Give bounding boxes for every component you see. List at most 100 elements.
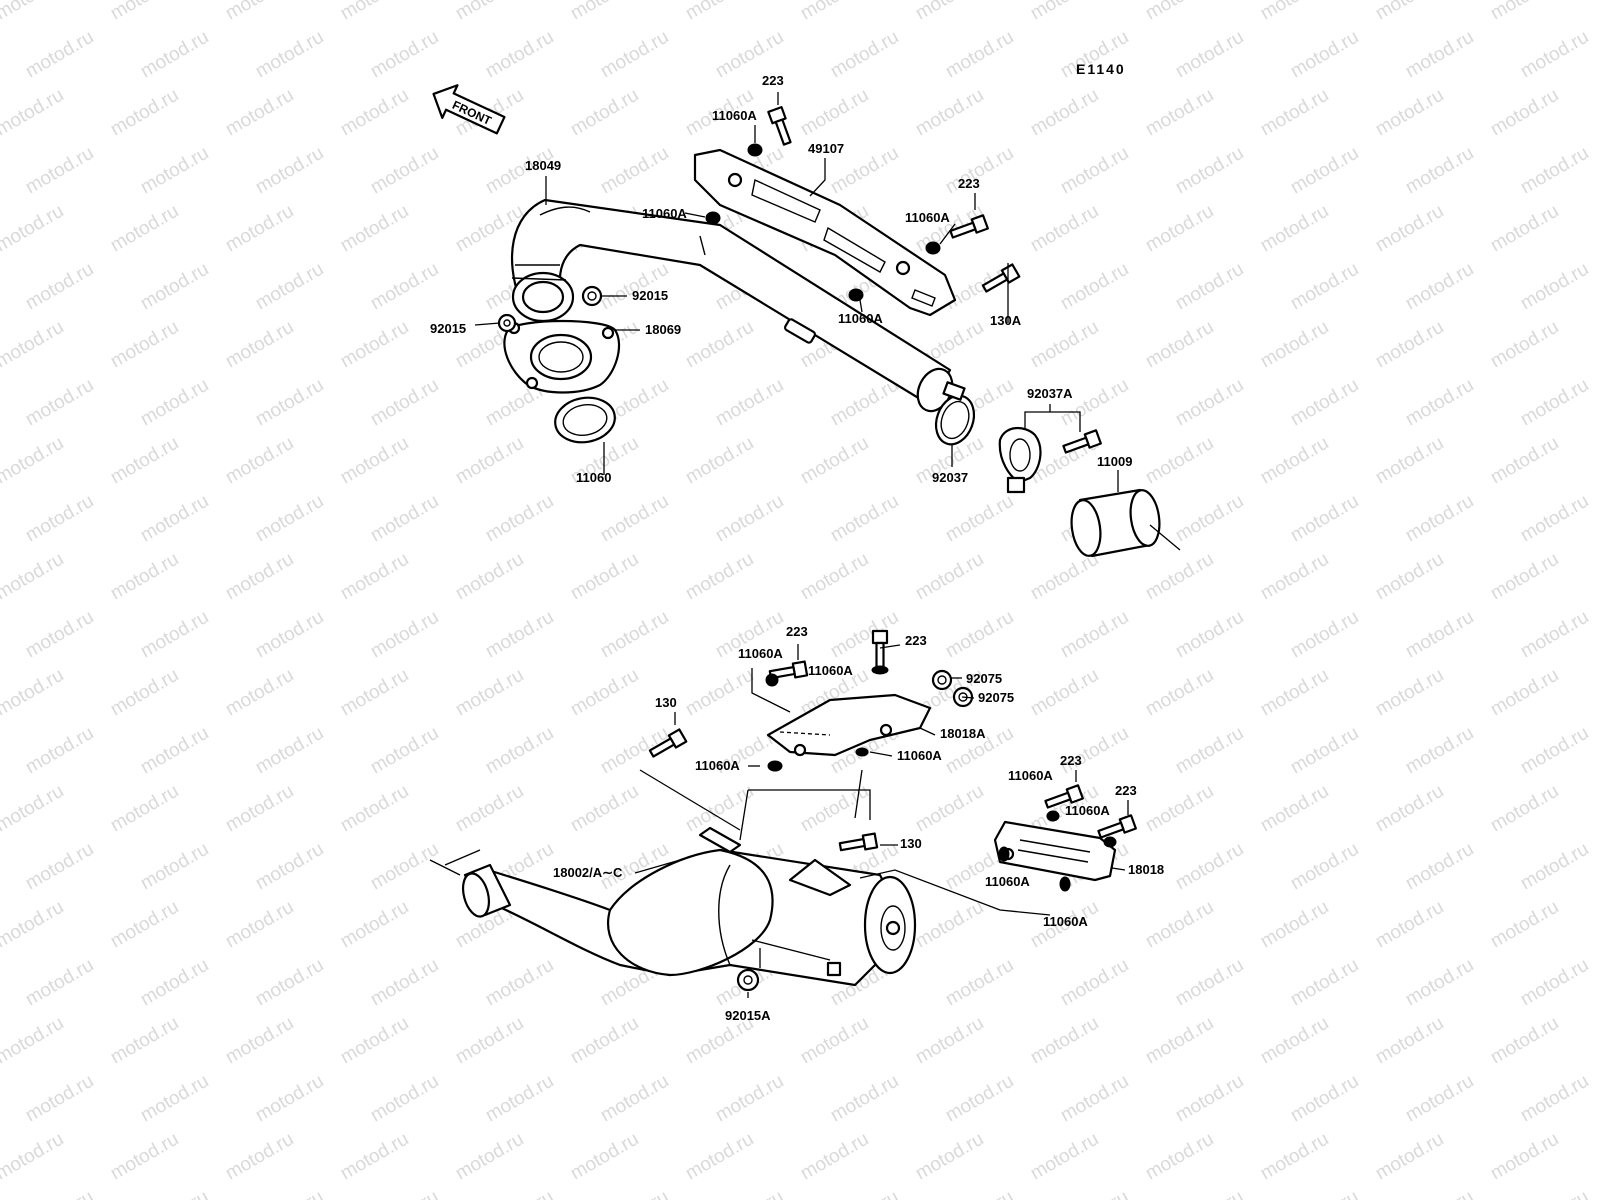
bolt-130-icon — [648, 728, 688, 758]
part-label: 223 — [905, 633, 927, 648]
watermark-text: motod.ru — [252, 491, 327, 547]
watermark-text: motod.ru — [1517, 1187, 1592, 1200]
watermark-text: motod.ru — [1402, 839, 1477, 895]
watermark-text: motod.ru — [22, 491, 97, 547]
watermark-text: motod.ru — [222, 1129, 297, 1185]
watermark-text: motod.ru — [1487, 433, 1562, 489]
watermark-text: motod.ru — [1372, 1013, 1447, 1069]
damper-11060a-icon — [705, 211, 721, 225]
watermark-text: motod.ru — [137, 723, 212, 779]
bolt-223-icon — [767, 106, 792, 146]
damper-11060a-icon — [1059, 876, 1071, 892]
watermark-text: motod.ru — [1172, 607, 1247, 663]
watermark-text: motod.ru — [482, 27, 557, 83]
watermark-text: motod.ru — [107, 0, 182, 24]
watermark-text: motod.ru — [682, 1129, 757, 1185]
watermark-text: motod.ru — [107, 1013, 182, 1069]
watermark-text: motod.ru — [1057, 955, 1132, 1011]
part-label: 130 — [655, 695, 677, 710]
watermark-text: motod.ru — [452, 781, 527, 837]
part-labels: 223 11060A 49107 18049 11060A 223 11060A… — [430, 73, 1164, 1023]
watermark-text: motod.ru — [222, 665, 297, 721]
watermark-text: motod.ru — [1402, 375, 1477, 431]
watermark-text: motod.ru — [797, 85, 872, 141]
part-label: 11060A — [738, 646, 783, 661]
watermark-text: motod.ru — [597, 259, 672, 315]
watermark-text: motod.ru — [337, 781, 412, 837]
watermark-text: motod.ru — [1372, 85, 1447, 141]
part-label: 18002/A∼C — [553, 865, 623, 880]
watermark-text: motod.ru — [1172, 955, 1247, 1011]
watermark-text: motod.ru — [1372, 549, 1447, 605]
watermark-text: motod.ru — [1057, 1071, 1132, 1127]
watermark-text: motod.ru — [1402, 27, 1477, 83]
watermark-text: motod.ru — [797, 781, 872, 837]
part-label: 11060A — [838, 311, 883, 326]
watermark-text: motod.ru — [1287, 375, 1362, 431]
watermark-text: motod.ru — [0, 1129, 67, 1185]
watermark-text: motod.ru — [337, 0, 412, 24]
bolt-223-icon — [949, 214, 989, 239]
part-label: 11060A — [897, 748, 942, 763]
gasket-ring — [1070, 488, 1161, 558]
watermark-text: motod.ru — [22, 839, 97, 895]
watermark-text: motod.ru — [797, 0, 872, 24]
watermark-text: motod.ru — [797, 549, 872, 605]
watermark-text: motod.ru — [252, 27, 327, 83]
watermark-text: motod.ru — [827, 607, 902, 663]
watermark-text: motod.ru — [0, 781, 67, 837]
watermark-text: motod.ru — [367, 1187, 442, 1200]
watermark-text: motod.ru — [337, 433, 412, 489]
watermark-text: motod.ru — [712, 1071, 787, 1127]
watermark-text: motod.ru — [1257, 317, 1332, 373]
watermark-text: motod.ru — [252, 375, 327, 431]
watermark-text: motod.ru — [797, 1129, 872, 1185]
watermark-text: motod.ru — [1402, 723, 1477, 779]
watermark-text: motod.ru — [137, 259, 212, 315]
watermark-text: motod.ru — [1142, 317, 1217, 373]
watermark-text: motod.ru — [222, 897, 297, 953]
watermark-text: motod.ru — [1172, 259, 1247, 315]
part-label: 223 — [1115, 783, 1137, 798]
watermark-text: motod.ru — [222, 201, 297, 257]
watermark-text: motod.ru — [1027, 1129, 1102, 1185]
watermark-text: motod.ru — [1257, 1013, 1332, 1069]
watermark-text: motod.ru — [567, 85, 642, 141]
watermark-text: motod.ru — [137, 491, 212, 547]
muffler-bracket — [693, 148, 957, 317]
watermark-text: motod.ru — [1402, 607, 1477, 663]
watermark-text: motod.ru — [1372, 665, 1447, 721]
watermark-text: motod.ru — [797, 1013, 872, 1069]
watermark-text: motod.ru — [682, 0, 757, 24]
watermark-text: motod.ru — [337, 1129, 412, 1185]
watermark-text: motod.ru — [1172, 27, 1247, 83]
watermark-text: motod.ru — [367, 1071, 442, 1127]
watermark-text: motod.ru — [597, 143, 672, 199]
part-label: 11060A — [905, 210, 950, 225]
watermark-text: motod.ru — [0, 665, 67, 721]
watermark-text: motod.ru — [1287, 723, 1362, 779]
watermark-text: motod.ru — [22, 955, 97, 1011]
watermark-text: motod.ru — [0, 897, 67, 953]
watermark-text: motod.ru — [827, 1071, 902, 1127]
watermark-text: motod.ru — [137, 27, 212, 83]
watermark-text: motod.ru — [1057, 259, 1132, 315]
watermark-text: motod.ru — [22, 723, 97, 779]
watermark-text: motod.ru — [1057, 143, 1132, 199]
watermark-text: motod.ru — [252, 143, 327, 199]
watermark-text: motod.ru — [1257, 897, 1332, 953]
watermark-text: motod.ru — [1402, 1187, 1477, 1200]
watermark-text: motod.ru — [1287, 1071, 1362, 1127]
watermark-text: motod.ru — [942, 607, 1017, 663]
watermark-text: motod.ru — [1517, 607, 1592, 663]
watermark-text: motod.ru — [367, 143, 442, 199]
watermark-text: motod.ru — [367, 839, 442, 895]
watermark-text: motod.ru — [1487, 1129, 1562, 1185]
watermark-text: motod.ru — [1402, 491, 1477, 547]
watermark-text: motod.ru — [107, 85, 182, 141]
watermark-text: motod.ru — [1287, 607, 1362, 663]
bolt-130a-icon — [981, 263, 1021, 293]
damper-11060a-icon — [747, 143, 763, 157]
watermark-text: motod.ru — [682, 433, 757, 489]
part-label: 18018 — [1128, 862, 1164, 877]
